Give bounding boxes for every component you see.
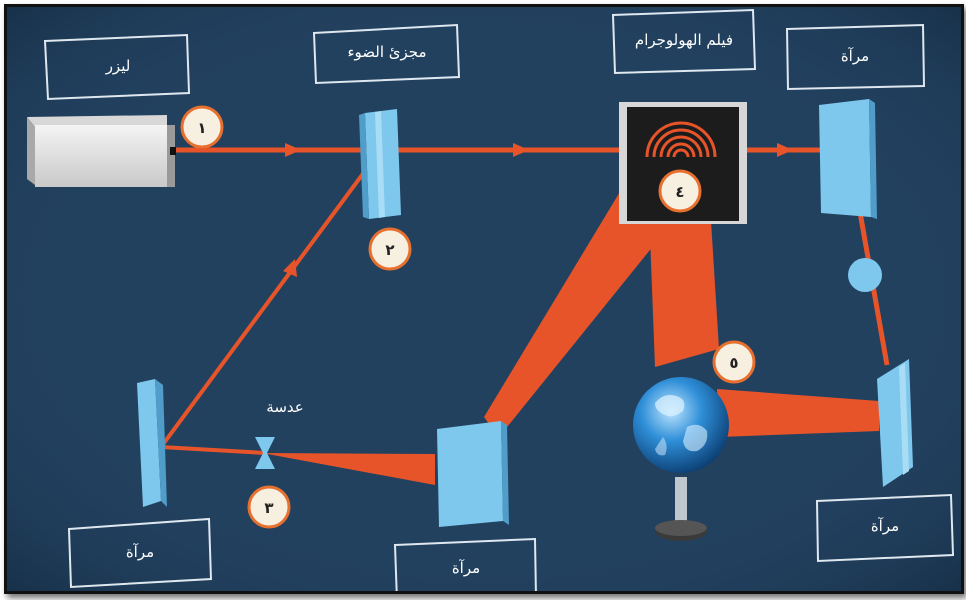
svg-text:١: ١ bbox=[197, 119, 206, 137]
label-hologram-film: فيلم الهولوجرام bbox=[611, 8, 757, 75]
diverging-lens-right bbox=[848, 258, 882, 292]
interference-fringes bbox=[645, 121, 717, 158]
label-lens: عدسة bbox=[266, 398, 303, 416]
svg-text:ليزر: ليزر bbox=[105, 57, 131, 75]
diagram-frame: ليزر مجزئ الضوء فيلم الهولوجرام مرآة مرآ… bbox=[4, 4, 964, 594]
beam-splitter-to-left-mirror bbox=[159, 150, 381, 449]
svg-text:مرآة: مرآة bbox=[871, 517, 899, 535]
svg-text:مجزئ الضوء: مجزئ الضوء bbox=[347, 43, 426, 61]
hologram-setup-diagram: ليزر مجزئ الضوء فيلم الهولوجرام مرآة مرآ… bbox=[7, 7, 961, 591]
expanded-beam-lens-to-mirror bbox=[262, 453, 435, 485]
svg-text:٤: ٤ bbox=[675, 183, 684, 201]
globe-object bbox=[633, 377, 729, 541]
svg-text:٥: ٥ bbox=[729, 354, 738, 372]
arrow-right-icon bbox=[513, 143, 529, 157]
svg-text:مرآة: مرآة bbox=[452, 559, 480, 577]
step-marker-2: ٢ bbox=[368, 227, 412, 271]
lens-hourglass bbox=[255, 437, 275, 469]
svg-text:مرآة: مرآة bbox=[841, 47, 869, 65]
svg-text:٢: ٢ bbox=[385, 241, 394, 259]
mirror-left bbox=[137, 379, 167, 507]
beam-splitter-plate bbox=[359, 109, 401, 219]
label-laser: ليزر bbox=[43, 33, 191, 101]
laser-device bbox=[27, 115, 176, 187]
svg-text:٣: ٣ bbox=[264, 499, 273, 517]
arrow-right-icon bbox=[777, 143, 793, 157]
label-beam-splitter: مجزئ الضوء bbox=[312, 23, 461, 85]
svg-text:فيلم الهولوجرام: فيلم الهولوجرام bbox=[635, 31, 733, 49]
label-mirror-left: مرآة bbox=[67, 517, 213, 589]
step-marker-3: ٣ bbox=[247, 485, 291, 529]
step-marker-4: ٤ bbox=[658, 169, 702, 213]
svg-text:مرآة: مرآة bbox=[126, 543, 154, 561]
arrow-right-icon bbox=[285, 143, 301, 157]
label-mirror-bottom-right: مرآة bbox=[815, 493, 955, 563]
beam-left-mirror-to-lens bbox=[160, 445, 266, 455]
label-mirror-bottom-center: مرآة bbox=[393, 537, 537, 591]
beam-mirror-to-globe bbox=[717, 389, 879, 437]
mirror-bottom-right bbox=[877, 359, 913, 487]
step-marker-1: ١ bbox=[180, 105, 224, 149]
mirror-bottom-center bbox=[437, 421, 509, 527]
mirror-top-right bbox=[819, 99, 877, 219]
arrow-down-left-icon bbox=[283, 259, 297, 277]
step-marker-5: ٥ bbox=[712, 340, 756, 384]
label-mirror-top-right: مرآة bbox=[785, 23, 926, 91]
